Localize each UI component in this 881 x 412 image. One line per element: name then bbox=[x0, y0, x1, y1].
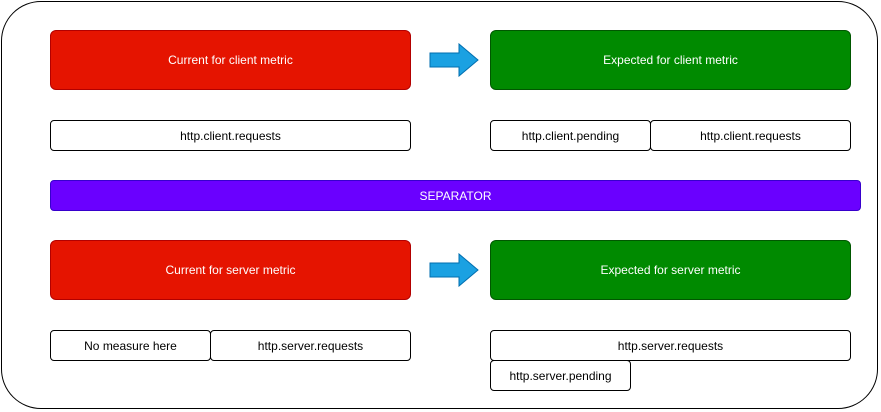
client-current-box: Current for client metric bbox=[50, 30, 411, 90]
server-current-metric-none: No measure here bbox=[50, 330, 211, 361]
metric-label: http.client.requests bbox=[180, 128, 281, 143]
metric-label: http.server.requests bbox=[617, 338, 724, 353]
metric-label: http.client.requests bbox=[700, 128, 801, 143]
client-expected-metric-pending: http.client.pending bbox=[490, 120, 651, 151]
client-expected-label: Expected for client metric bbox=[603, 53, 738, 67]
server-expected-label: Expected for server metric bbox=[600, 263, 741, 277]
separator-bar: SEPARATOR bbox=[50, 180, 861, 211]
server-expected-box: Expected for server metric bbox=[490, 240, 851, 300]
server-expected-metric-requests: http.server.requests bbox=[490, 330, 851, 361]
server-current-box: Current for server metric bbox=[50, 240, 411, 300]
separator-label: SEPARATOR bbox=[419, 188, 492, 203]
metric-label: http.client.pending bbox=[521, 128, 620, 143]
server-expected-metric-pending: http.server.pending bbox=[490, 360, 631, 391]
metric-label: http.server.requests bbox=[257, 338, 364, 353]
client-expected-box: Expected for client metric bbox=[490, 30, 851, 90]
server-current-metric-requests: http.server.requests bbox=[210, 330, 411, 361]
client-arrow-icon bbox=[429, 43, 479, 77]
client-current-metric: http.client.requests bbox=[50, 120, 411, 151]
client-expected-metric-requests: http.client.requests bbox=[650, 120, 851, 151]
metric-label: No measure here bbox=[84, 338, 177, 353]
server-current-label: Current for server metric bbox=[165, 263, 296, 277]
metric-label: http.server.pending bbox=[509, 368, 612, 383]
server-arrow-icon bbox=[429, 253, 479, 287]
client-current-label: Current for client metric bbox=[168, 53, 293, 67]
